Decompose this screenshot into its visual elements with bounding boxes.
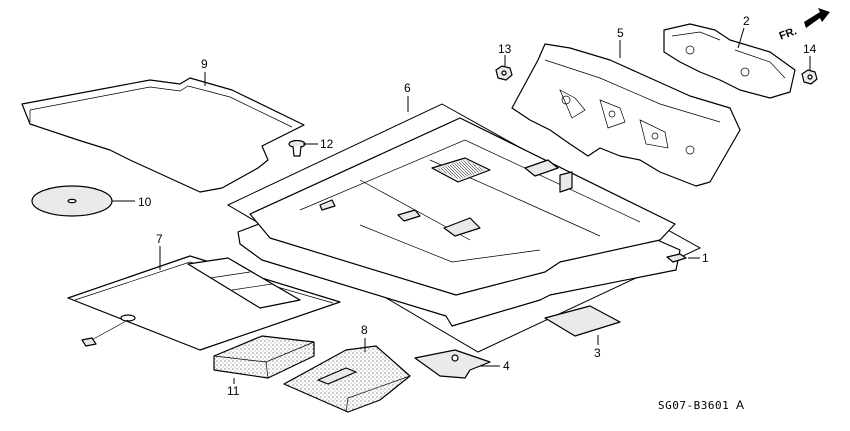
- insulator-part-5: [511, 43, 741, 187]
- callout-2: 2: [743, 14, 750, 28]
- insulator-part-2: [663, 23, 796, 99]
- callout-4: 4: [503, 359, 510, 373]
- foam-pad-part-11: [213, 335, 315, 379]
- callout-8: 8: [361, 323, 368, 337]
- callout-14: 14: [803, 42, 817, 56]
- diagram-suffix: A: [736, 398, 744, 412]
- callout-1: 1: [702, 251, 709, 265]
- mat-part-3: [544, 305, 621, 337]
- callout-12: 12: [320, 137, 334, 151]
- nut-part-13: [495, 65, 513, 81]
- rear-carpet-part-9: [21, 77, 305, 193]
- foam-pad-part-8: [283, 345, 411, 413]
- callout-5: 5: [617, 26, 624, 40]
- callout-numbers: 9 10 12 13 14 5 2 6 1 3 4 7 8 11: [138, 14, 817, 398]
- callout-11: 11: [227, 384, 240, 398]
- callout-6: 6: [404, 81, 411, 95]
- diagram-reference: SG07-B3601 A: [658, 398, 744, 412]
- callout-7: 7: [156, 232, 163, 246]
- callout-10: 10: [138, 195, 152, 209]
- nut-part-14: [801, 69, 818, 85]
- clip-part-12: [288, 139, 306, 157]
- clip-part-1: [666, 253, 687, 263]
- floor-carpet-part-6: [226, 103, 702, 353]
- trunk-board-part-7: [67, 255, 341, 351]
- callout-3: 3: [594, 346, 601, 360]
- front-direction-indicator: FR.: [778, 8, 830, 43]
- diagram-code: SG07-B3601: [658, 399, 729, 412]
- disc-part-10: [31, 185, 113, 217]
- leader-lines: [112, 27, 811, 384]
- mat-part-4: [414, 349, 491, 379]
- callout-9: 9: [201, 57, 208, 71]
- front-label: FR.: [778, 25, 799, 42]
- callout-13: 13: [498, 42, 512, 56]
